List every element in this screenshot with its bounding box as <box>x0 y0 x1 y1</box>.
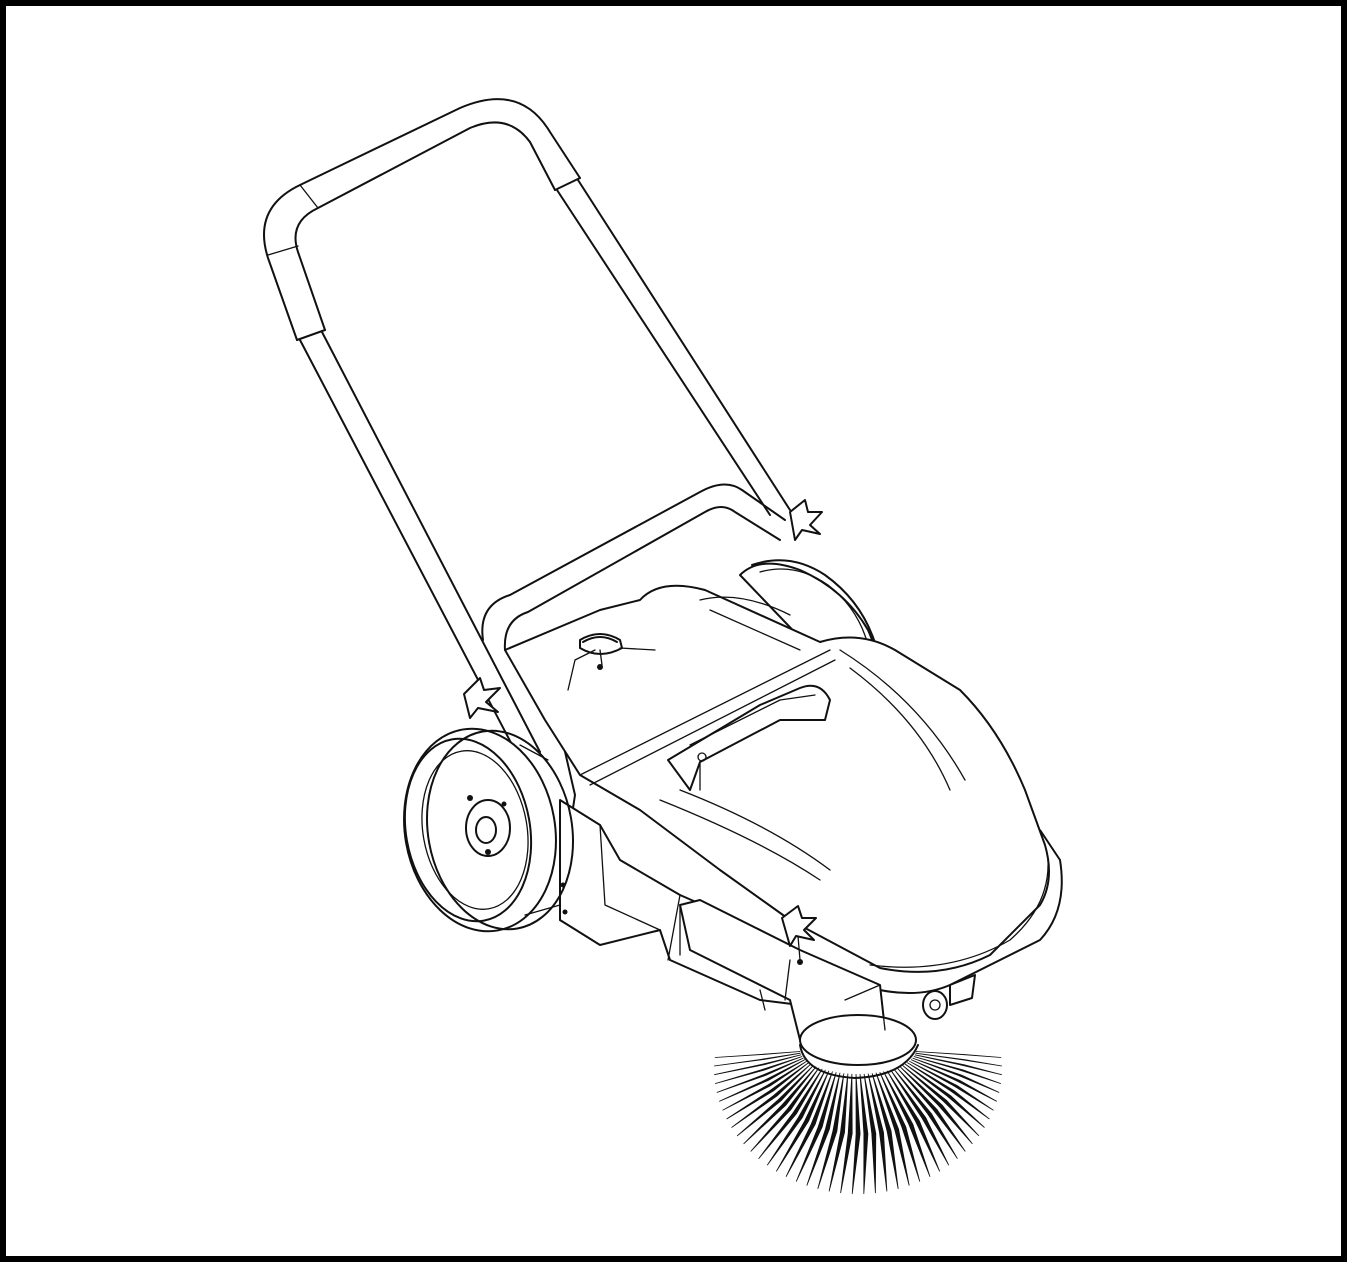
left-wing-knob <box>463 677 501 719</box>
front-caster <box>922 974 976 1020</box>
bristle <box>904 1063 985 1128</box>
bristle <box>883 1071 931 1177</box>
bristle <box>714 1054 802 1076</box>
bristle <box>731 1063 812 1128</box>
brush-wing-knob <box>781 905 817 965</box>
bristle <box>859 1073 869 1194</box>
bristle <box>871 1073 899 1189</box>
bristle <box>714 1056 803 1084</box>
carry-handle <box>667 684 831 791</box>
bristle <box>785 1071 833 1177</box>
bristle <box>840 1073 853 1194</box>
right-wing-knob <box>789 499 823 541</box>
bristle <box>867 1073 888 1192</box>
bristle <box>893 1068 958 1159</box>
bristle <box>879 1072 921 1182</box>
side-brush <box>714 984 1002 1194</box>
bristle <box>743 1066 817 1145</box>
bristle <box>806 1072 841 1186</box>
bristle <box>890 1069 950 1166</box>
bristle <box>736 1065 814 1137</box>
bristle <box>716 1057 804 1093</box>
handle-bracket <box>481 483 786 651</box>
bristle <box>910 1059 997 1102</box>
bristle <box>719 1059 806 1102</box>
bristle <box>714 1051 801 1058</box>
bristle <box>775 1070 830 1172</box>
bristle <box>828 1073 849 1192</box>
left-wheel <box>403 727 575 933</box>
bristle <box>750 1067 820 1152</box>
brush-bristles <box>714 1051 1002 1194</box>
bristle <box>886 1070 941 1172</box>
height-adjust-knob <box>567 633 656 691</box>
bristle <box>914 1054 1002 1076</box>
bristle <box>902 1065 980 1137</box>
bristle <box>913 1056 1002 1084</box>
bristle <box>758 1068 823 1159</box>
bristle <box>875 1072 910 1186</box>
bristle <box>915 1052 1002 1067</box>
bristle <box>912 1057 1000 1093</box>
bristle <box>726 1062 809 1120</box>
bristle <box>915 1051 1002 1058</box>
bristle <box>899 1066 973 1145</box>
bristle <box>795 1072 837 1182</box>
bristle <box>907 1062 990 1120</box>
bristle <box>909 1060 994 1111</box>
bristle <box>851 1073 861 1194</box>
bristle <box>766 1069 826 1166</box>
bristle <box>863 1073 877 1194</box>
bristle <box>896 1067 966 1152</box>
panel-rivets <box>560 882 568 915</box>
housing <box>504 584 1063 994</box>
bristle <box>722 1060 807 1111</box>
side-panel <box>559 799 886 1046</box>
bristle <box>714 1052 801 1067</box>
bristle <box>817 1073 845 1190</box>
